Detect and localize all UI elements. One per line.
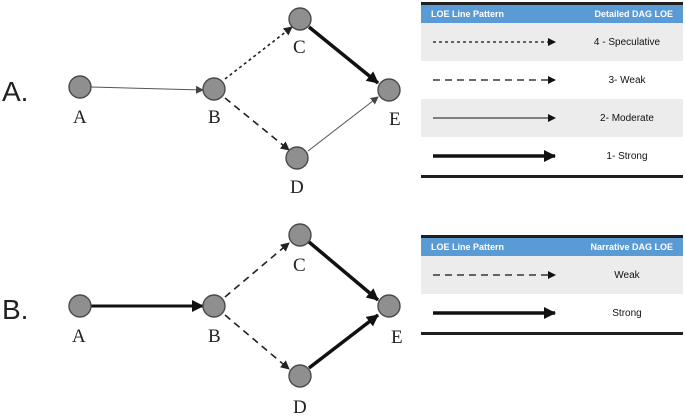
- legend-label-weak: 3- Weak: [608, 74, 646, 86]
- panel-a-label: A.: [2, 76, 29, 107]
- edge-a-b: [90, 85, 204, 94]
- node-a: [68, 75, 92, 99]
- panel-b-node-labels: A B C D E: [72, 255, 403, 416]
- legend-row-strong: 1- Strong: [421, 137, 683, 175]
- node-b: [202, 294, 226, 318]
- node-d: [285, 146, 309, 170]
- legend-col-loe: Detailed DAG LOE: [594, 9, 673, 19]
- node-c: [288, 7, 312, 31]
- legend-row-moderate: 2- Moderate: [421, 99, 683, 137]
- legend-table-a: LOE Line Pattern Detailed DAG LOE 4 - Sp…: [421, 2, 683, 178]
- legend-bottom-rule: [421, 332, 683, 335]
- node-a-label: A: [73, 107, 87, 128]
- node-c-label: C: [293, 37, 306, 58]
- edge-c-e: [307, 240, 380, 302]
- legend-col-pattern: LOE Line Pattern: [431, 9, 505, 19]
- legend-row-speculative: 4 - Speculative: [421, 23, 683, 61]
- node-b: [202, 77, 226, 101]
- edge-b-d: [224, 314, 290, 370]
- node-e: [377, 294, 401, 318]
- legend-header: LOE Line Pattern Narrative DAG LOE: [421, 235, 683, 256]
- line-sample-strong: [421, 294, 571, 332]
- panel-a-node-labels: A B C D E: [73, 37, 401, 198]
- legend-label-moderate: 2- Moderate: [600, 112, 654, 124]
- node-c-label: C: [293, 255, 306, 276]
- legend-row-weak: 3- Weak: [421, 61, 683, 99]
- node-e-label: E: [389, 109, 401, 130]
- legend-header: LOE Line Pattern Detailed DAG LOE: [421, 2, 683, 23]
- panel-a-edges: [90, 25, 380, 152]
- node-b-label: B: [208, 107, 221, 128]
- node-c: [288, 223, 312, 247]
- line-sample-weak: [421, 256, 571, 294]
- line-sample-strong: [421, 137, 571, 175]
- node-e: [377, 78, 401, 102]
- panel-b-nodes: [68, 223, 401, 388]
- legend-label-speculative: 4 - Speculative: [593, 36, 661, 48]
- edge-b-c: [224, 242, 290, 298]
- node-a-label: A: [72, 326, 86, 347]
- panel-b-edges: [91, 240, 380, 370]
- legend-col-loe: Narrative DAG LOE: [590, 242, 673, 252]
- panel-a-nodes: [68, 7, 401, 170]
- legend-label-strong: 1- Strong: [606, 150, 648, 162]
- dag-diagrams: A B C D E A B C D E: [68, 7, 403, 416]
- node-e-label: E: [391, 327, 403, 348]
- legend-label-weak: Weak: [614, 269, 640, 281]
- node-b-label: B: [208, 326, 221, 347]
- node-d-label: D: [290, 177, 304, 198]
- panel-b-label: B.: [2, 294, 29, 325]
- legend-label-strong: Strong: [612, 307, 642, 319]
- legend-col-pattern: LOE Line Pattern: [431, 242, 505, 252]
- line-sample-moderate: [421, 99, 571, 137]
- legend-row-strong: Strong: [421, 294, 683, 332]
- legend-row-weak: Weak: [421, 256, 683, 294]
- line-sample-speculative: [421, 23, 571, 61]
- legend-bottom-rule: [421, 175, 683, 178]
- edge-b-d: [224, 97, 290, 151]
- node-a: [68, 294, 92, 318]
- legend-table-b: LOE Line Pattern Narrative DAG LOE Weak …: [421, 235, 683, 335]
- node-d: [288, 364, 312, 388]
- line-sample-weak: [421, 61, 571, 99]
- node-d-label: D: [293, 397, 307, 416]
- edge-d-e: [307, 96, 379, 152]
- edge-b-c: [224, 26, 293, 80]
- edge-d-e: [307, 313, 380, 370]
- edge-c-e: [307, 25, 380, 85]
